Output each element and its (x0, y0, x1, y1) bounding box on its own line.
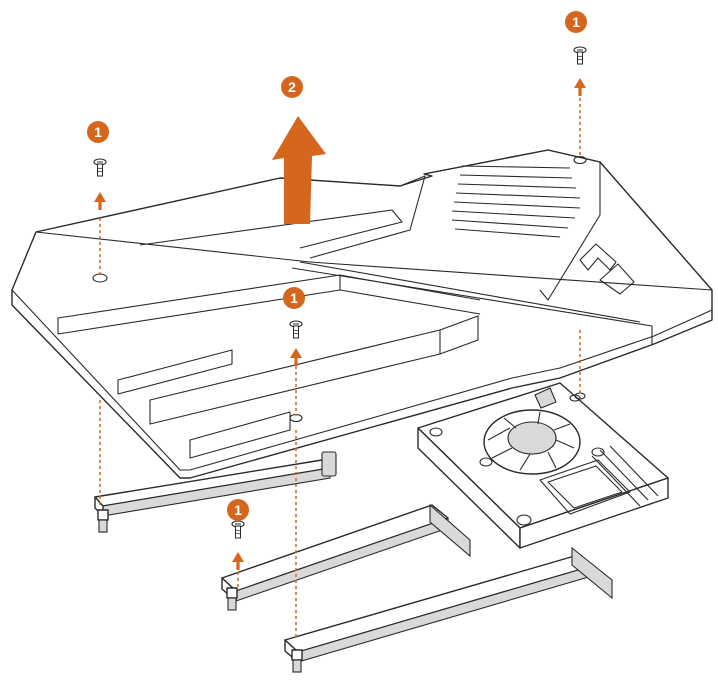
step-1-badge-right: 1 (565, 11, 587, 33)
step-number: 1 (290, 290, 298, 306)
screw-group-left (93, 158, 107, 210)
up-arrow-icon (574, 78, 586, 96)
step-number: 1 (94, 124, 102, 140)
fan-heatsink-module (417, 382, 669, 549)
screw-icon (573, 46, 587, 65)
brand-logo-icon (579, 243, 635, 295)
lift-cover-arrow-icon (272, 116, 326, 224)
m2-slot-middle (221, 503, 471, 611)
step-1-badge-center: 1 (283, 287, 305, 309)
standoff-left-1 (97, 509, 109, 533)
screw-hole-right (573, 155, 587, 165)
step-number: 1 (234, 502, 242, 518)
step-1-badge-bottom: 1 (227, 499, 249, 521)
m2-slot-bottom (284, 546, 613, 673)
step-number: 2 (288, 79, 296, 95)
vent-grille (451, 165, 581, 238)
screw-icon (93, 158, 107, 177)
up-arrow-icon (94, 192, 106, 210)
cover-plate (11, 149, 713, 479)
cooling-fan (483, 409, 581, 475)
screw-group-right (573, 46, 587, 96)
standoff-middle (226, 587, 238, 611)
screw-group-bottom (231, 520, 245, 570)
screw-icon (231, 520, 245, 539)
step-2-badge: 2 (281, 76, 303, 98)
step-number: 1 (572, 14, 580, 30)
step-1-badge-left: 1 (87, 121, 109, 143)
alignment-guides (99, 98, 581, 640)
up-arrow-icon (232, 552, 244, 570)
standoff-bottom (291, 649, 303, 673)
